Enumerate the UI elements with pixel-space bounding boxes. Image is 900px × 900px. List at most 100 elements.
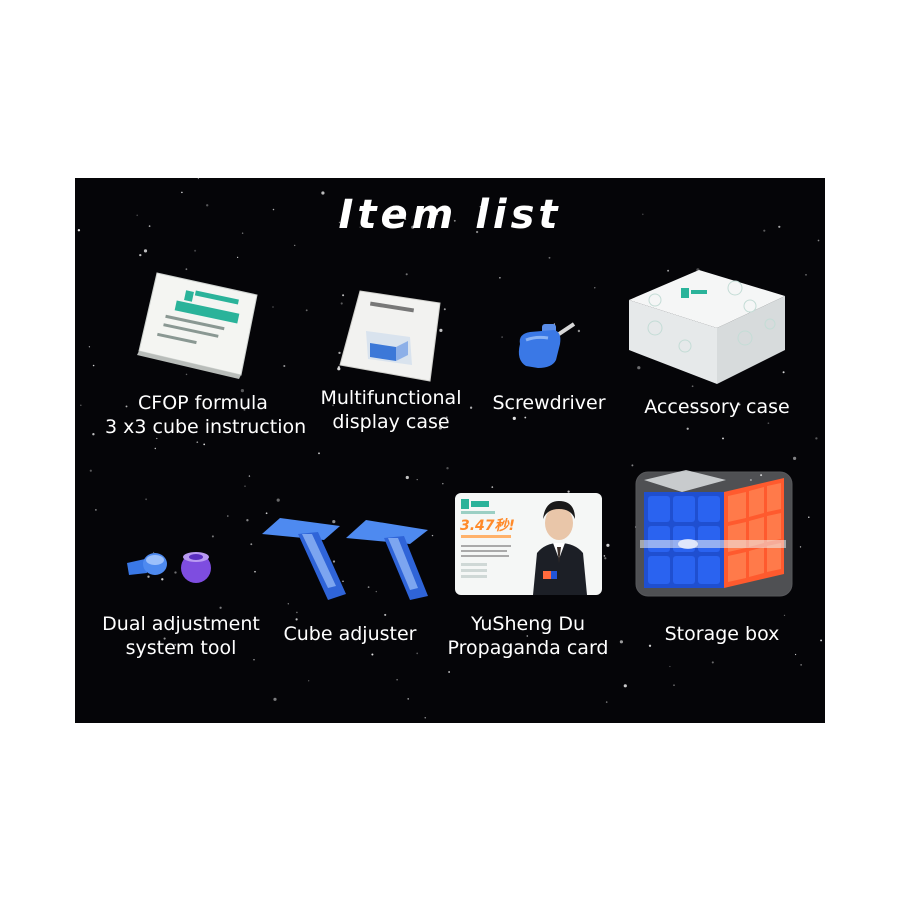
star — [808, 516, 810, 519]
star — [491, 486, 494, 488]
page-title: Item list — [338, 192, 562, 238]
star — [594, 287, 596, 289]
star — [405, 475, 409, 480]
star — [145, 498, 148, 501]
star — [371, 653, 374, 656]
star — [404, 218, 407, 221]
cube-storage-box-icon — [635, 470, 793, 597]
star — [691, 407, 694, 409]
star — [88, 346, 91, 348]
star — [793, 456, 797, 460]
star — [439, 328, 443, 332]
star — [92, 364, 95, 367]
star — [438, 426, 442, 430]
star — [453, 219, 456, 222]
star — [637, 366, 641, 370]
star — [163, 637, 166, 640]
star — [337, 367, 341, 371]
adjustment-tool-icon — [127, 552, 211, 583]
star — [272, 306, 274, 308]
star — [800, 664, 802, 666]
star — [332, 560, 336, 563]
item-cfop-label: CFOP formula 3 x3 cube instruction — [105, 392, 307, 438]
star — [795, 653, 797, 656]
star — [185, 373, 188, 376]
star — [526, 635, 529, 637]
star — [367, 586, 370, 588]
star — [250, 543, 253, 546]
star — [623, 684, 627, 688]
star — [445, 416, 448, 419]
star — [778, 225, 781, 228]
star — [722, 437, 724, 440]
item-accessory-case — [625, 266, 790, 386]
instruction-booklet-icon — [137, 272, 258, 379]
star — [567, 490, 570, 493]
star — [642, 213, 644, 216]
star — [296, 611, 298, 614]
star — [156, 437, 158, 440]
star — [577, 329, 581, 333]
star — [240, 389, 244, 393]
item-screwdriver — [512, 316, 582, 376]
star — [80, 404, 82, 406]
item-dual-tool-label: Dual adjustment system tool — [102, 613, 260, 659]
star — [469, 406, 473, 409]
star — [749, 478, 752, 482]
star — [276, 498, 280, 502]
star — [443, 308, 446, 311]
star — [342, 580, 344, 583]
star — [253, 659, 255, 661]
star — [236, 256, 239, 259]
star — [125, 405, 128, 408]
star — [604, 557, 607, 560]
star — [196, 441, 199, 444]
star — [139, 253, 142, 257]
item-cfop — [135, 272, 275, 383]
item-cube-adjuster — [258, 516, 438, 601]
star — [194, 249, 197, 252]
star — [605, 701, 608, 703]
star — [686, 427, 689, 430]
item-storage-box — [630, 468, 795, 598]
star — [338, 351, 341, 355]
star — [606, 543, 610, 547]
star — [548, 256, 551, 259]
star — [136, 214, 138, 217]
star — [619, 640, 624, 644]
star — [431, 534, 434, 537]
star — [691, 385, 694, 388]
star — [308, 680, 310, 682]
star — [416, 478, 418, 481]
star — [424, 717, 426, 719]
star — [244, 485, 246, 487]
star — [287, 603, 289, 605]
star — [763, 229, 766, 232]
star — [631, 464, 634, 467]
star — [603, 555, 606, 557]
star — [321, 191, 325, 195]
star — [446, 467, 449, 470]
star — [475, 230, 479, 234]
star — [332, 520, 336, 524]
star — [799, 546, 802, 548]
item-cube-adjuster-label: Cube adjuster — [283, 623, 417, 645]
star — [181, 191, 183, 194]
item-display-case — [339, 290, 441, 386]
card-headline: 3.47秒! — [460, 518, 515, 534]
star — [648, 644, 652, 647]
star — [667, 269, 670, 272]
star — [254, 570, 256, 573]
star — [152, 551, 155, 554]
star — [673, 684, 675, 686]
accessory-box-icon — [629, 270, 785, 384]
star — [499, 277, 501, 279]
star — [783, 614, 786, 617]
star — [817, 239, 820, 242]
star — [147, 575, 150, 578]
star — [185, 268, 188, 271]
star — [95, 509, 97, 511]
star — [273, 697, 277, 701]
star — [283, 364, 286, 368]
star — [295, 618, 298, 621]
